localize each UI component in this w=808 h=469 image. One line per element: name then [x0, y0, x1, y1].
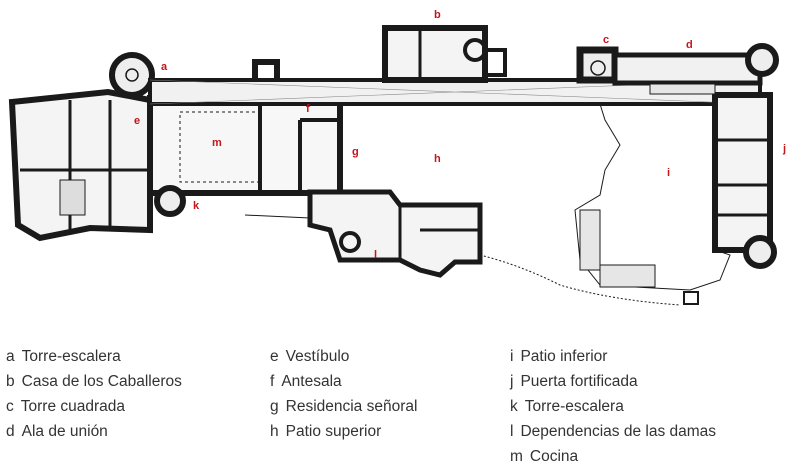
legend-item: b Casa de los Caballeros: [6, 369, 182, 394]
legend-item: c Torre cuadrada: [6, 394, 182, 419]
legend-key: h: [270, 423, 279, 440]
legend-text: Dependencias de las damas: [520, 423, 717, 440]
label-k: k: [193, 200, 200, 212]
legend-text: Ala de unión: [21, 423, 108, 440]
label-j: j: [782, 143, 786, 155]
legend-key: d: [6, 423, 15, 440]
legend-key: e: [270, 348, 279, 365]
legend-item: h Patio superior: [270, 419, 417, 444]
legend-text: Torre-escalera: [21, 348, 121, 365]
label-e: e: [134, 115, 140, 127]
legend-item: i Patio inferior: [510, 344, 716, 369]
label-b: b: [434, 9, 441, 21]
room-labels: a b c d e f g h i j k l m: [134, 9, 786, 261]
walls: [8, 25, 779, 306]
legend-key: l: [510, 423, 514, 440]
legend-key: f: [270, 373, 275, 390]
legend-text: Cocina: [529, 448, 579, 465]
castle-floor-plan: a b c d e f g h i j k l m: [8, 9, 786, 306]
legend-key: g: [270, 398, 279, 415]
legend-item: l Dependencias de las damas: [510, 419, 716, 444]
legend-key: m: [510, 448, 523, 465]
legend-text: Casa de los Caballeros: [21, 373, 182, 390]
legend-item: j Puerta fortificada: [510, 369, 716, 394]
label-d: d: [686, 39, 693, 51]
legend-item: g Residencia señoral: [270, 394, 417, 419]
legend-item: a Torre-escalera: [6, 344, 182, 369]
legend-text: Patio inferior: [520, 348, 608, 365]
legend-key: j: [510, 373, 514, 390]
legend-column-2: e Vestíbulo f Antesala g Residencia señoral…: [270, 344, 417, 444]
legend-key: c: [6, 398, 14, 415]
legend-column-3: i Patio inferior j Puerta fortificada k Tor…: [510, 344, 716, 469]
legend-item: k Torre-escalera: [510, 394, 716, 419]
legend-item: d Ala de unión: [6, 419, 182, 444]
label-f: f: [306, 103, 310, 115]
label-i: i: [667, 167, 670, 179]
legend-text: Puerta fortificada: [520, 373, 638, 390]
legend-key: a: [6, 348, 15, 365]
legend-key: b: [6, 373, 15, 390]
legend-item: e Vestíbulo: [270, 344, 417, 369]
legend-key: i: [510, 348, 514, 365]
label-l: l: [374, 249, 377, 261]
legend-text: Residencia señoral: [285, 398, 418, 415]
label-m: m: [212, 137, 222, 149]
legend-text: Antesala: [281, 373, 342, 390]
legend-item: m Cocina: [510, 444, 716, 469]
legend-text: Torre-escalera: [524, 398, 624, 415]
legend-key: k: [510, 398, 518, 415]
legend-text: Patio superior: [285, 423, 382, 440]
legend-text: Torre cuadrada: [20, 398, 126, 415]
legend-text: Vestíbulo: [285, 348, 350, 365]
label-g: g: [352, 146, 359, 158]
label-a: a: [161, 61, 168, 73]
label-h: h: [434, 153, 441, 165]
label-c: c: [603, 34, 609, 46]
legend-item: f Antesala: [270, 369, 417, 394]
